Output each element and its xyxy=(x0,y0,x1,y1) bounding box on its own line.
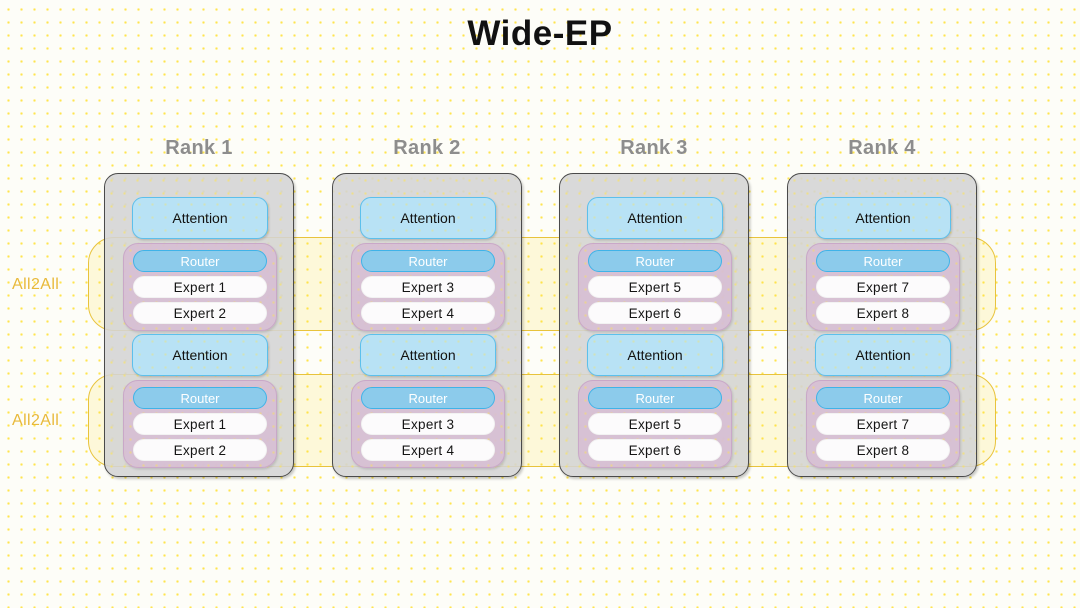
rank-title: Rank 4 xyxy=(848,137,916,159)
expert-block[interactable]: Expert 8 xyxy=(816,302,950,324)
router-block[interactable]: Router xyxy=(361,250,495,272)
router-block[interactable]: Router xyxy=(816,387,950,409)
attention-block[interactable]: Attention xyxy=(360,197,496,239)
rank-title: Rank 1 xyxy=(165,137,233,159)
attention-block[interactable]: Attention xyxy=(132,197,268,239)
expert-block[interactable]: Expert 6 xyxy=(588,302,722,324)
expert-block[interactable]: Expert 2 xyxy=(133,439,267,461)
expert-block[interactable]: Expert 1 xyxy=(133,276,267,298)
router-block[interactable]: Router xyxy=(588,250,722,272)
all2all-label: All2All xyxy=(12,276,60,293)
router-block[interactable]: Router xyxy=(133,387,267,409)
expert-block[interactable]: Expert 3 xyxy=(361,413,495,435)
attention-block[interactable]: Attention xyxy=(360,334,496,376)
expert-block[interactable]: Expert 5 xyxy=(588,413,722,435)
expert-block[interactable]: Expert 7 xyxy=(816,276,950,298)
page-title: Wide-EP xyxy=(467,14,613,53)
router-block[interactable]: Router xyxy=(361,387,495,409)
expert-block[interactable]: Expert 2 xyxy=(133,302,267,324)
expert-block[interactable]: Expert 8 xyxy=(816,439,950,461)
attention-block[interactable]: Attention xyxy=(815,334,951,376)
rank-title: Rank 2 xyxy=(393,137,461,159)
rank-title: Rank 3 xyxy=(620,137,688,159)
router-block[interactable]: Router xyxy=(588,387,722,409)
expert-block[interactable]: Expert 5 xyxy=(588,276,722,298)
expert-block[interactable]: Expert 4 xyxy=(361,439,495,461)
expert-block[interactable]: Expert 7 xyxy=(816,413,950,435)
expert-block[interactable]: Expert 6 xyxy=(588,439,722,461)
attention-block[interactable]: Attention xyxy=(815,197,951,239)
attention-block[interactable]: Attention xyxy=(587,334,723,376)
expert-block[interactable]: Expert 1 xyxy=(133,413,267,435)
expert-block[interactable]: Expert 4 xyxy=(361,302,495,324)
all2all-label: All2All xyxy=(12,412,60,429)
attention-block[interactable]: Attention xyxy=(132,334,268,376)
attention-block[interactable]: Attention xyxy=(587,197,723,239)
expert-block[interactable]: Expert 3 xyxy=(361,276,495,298)
router-block[interactable]: Router xyxy=(133,250,267,272)
router-block[interactable]: Router xyxy=(816,250,950,272)
